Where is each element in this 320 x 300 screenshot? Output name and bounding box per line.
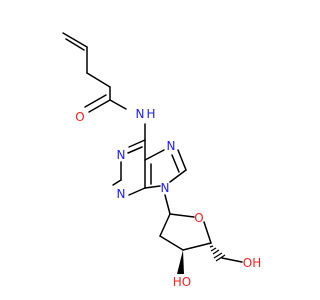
n7-c8-bond	[177, 149, 187, 171]
c2-n3-bond	[112, 179, 122, 186]
amide-nitrogen-label: N	[136, 107, 145, 121]
molecule-structure: O N H N N N N O HO OH	[62, 32, 261, 289]
atom-labels: O N H N N N N O HO OH	[75, 107, 261, 289]
pentenoyl-chain	[62, 32, 111, 101]
imidazole-ring	[144, 149, 187, 189]
purine-n9-label: N	[161, 181, 170, 195]
c1-o4-bond	[169, 213, 195, 218]
c5-n7-bond	[144, 149, 165, 161]
purine-n3-label: N	[117, 187, 126, 201]
ch2-oh-bond	[221, 257, 243, 263]
hydroxy-5-label: OH	[243, 256, 261, 270]
pyrimidine-ring	[112, 139, 152, 196]
c6-n1-bond	[128, 139, 146, 148]
glycosidic-bond	[164, 194, 171, 215]
deoxyribose-ring	[159, 213, 212, 251]
c2-c1-bond	[159, 213, 171, 237]
o4-c4-bond	[203, 221, 212, 244]
c6-n1-bond-inner	[127, 146, 143, 154]
n9-c4-bond	[144, 185, 161, 189]
purine-n1-label: N	[117, 148, 126, 162]
n3-c4-bond	[128, 187, 146, 196]
n7-c8-bond-inner	[171, 154, 180, 173]
c4-ch2-hash	[209, 245, 226, 262]
ring-oxygen-label: O	[194, 211, 203, 225]
purine-n7-label: N	[167, 139, 176, 153]
vinyl-bond	[62, 32, 88, 48]
carbonyl-bond-inner	[84, 94, 107, 108]
chain-bond-2	[86, 72, 111, 88]
c4-c3-bond	[182, 242, 212, 251]
hydroxy-3-label: HO	[173, 275, 191, 289]
vinyl-bond-inner	[65, 38, 85, 51]
carbonyl-bond	[88, 99, 111, 113]
c3-c2-bond	[159, 235, 184, 251]
amide-group	[84, 94, 146, 141]
amide-oxygen-label: O	[75, 110, 84, 124]
c8-n9-bond	[169, 169, 187, 183]
amide-hydrogen-label: H	[146, 107, 155, 121]
c3-oh-wedge	[177, 250, 184, 274]
amide-cn-bond	[109, 99, 127, 110]
